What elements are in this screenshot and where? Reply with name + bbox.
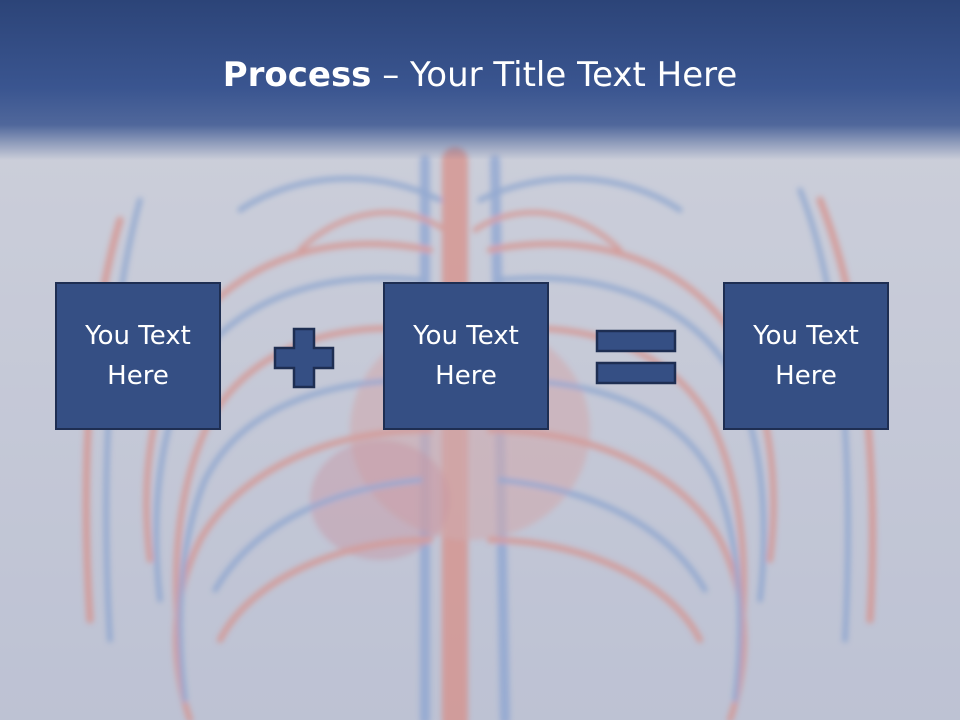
process-box-1[interactable]: You Text Here — [55, 282, 221, 430]
slide-title: Process – Your Title Text Here — [0, 52, 960, 98]
process-box-1-line2: Here — [107, 361, 169, 391]
title-band — [0, 0, 960, 160]
process-box-2[interactable]: You Text Here — [383, 282, 549, 430]
plus-icon — [273, 327, 335, 389]
process-box-3[interactable]: You Text Here — [723, 282, 889, 430]
process-box-1-line1: You Text — [85, 321, 191, 351]
title-bold: Process — [222, 55, 372, 95]
process-box-3-line2: Here — [775, 361, 837, 391]
process-box-2-line2: Here — [435, 361, 497, 391]
equals-icon — [595, 329, 677, 385]
title-rest: – Your Title Text Here — [371, 55, 738, 95]
process-box-2-line1: You Text — [413, 321, 519, 351]
process-box-3-line1: You Text — [753, 321, 859, 351]
